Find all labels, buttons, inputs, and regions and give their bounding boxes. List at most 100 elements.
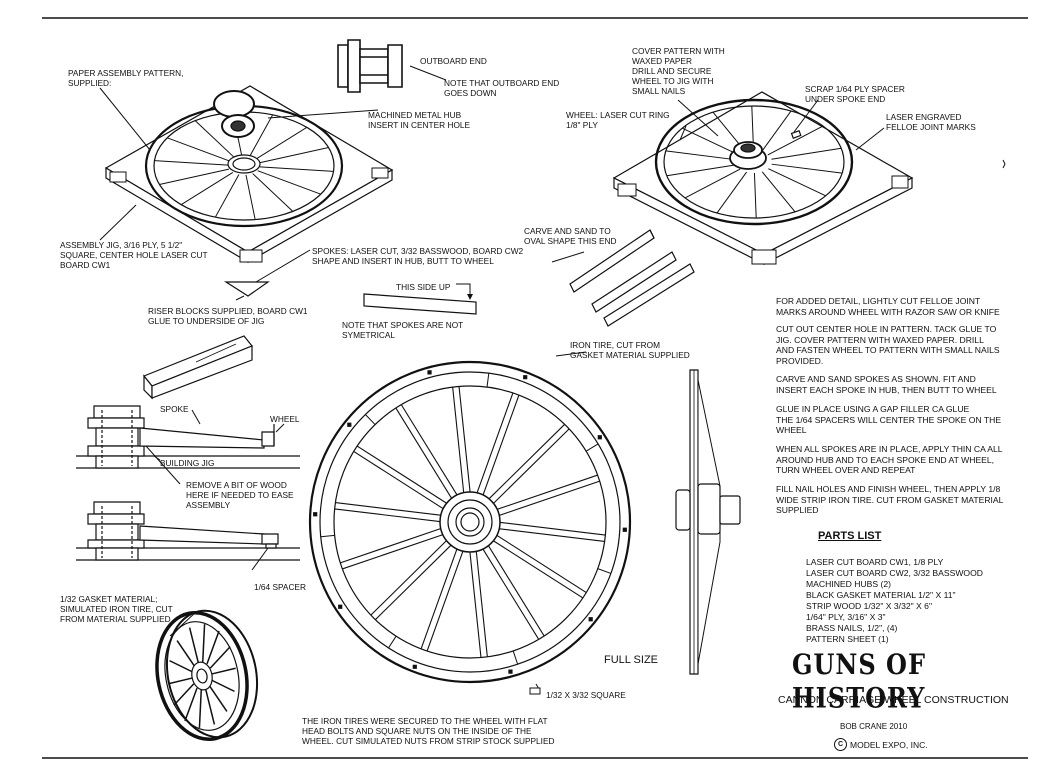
spoke-isometric xyxy=(144,336,252,398)
spoke xyxy=(754,173,756,218)
spoke xyxy=(168,678,192,684)
spoke-edge xyxy=(396,408,452,498)
parts-list-item: PATTERN SHEET (1) xyxy=(806,634,889,644)
spoke-edge xyxy=(477,393,513,493)
tire-bolt xyxy=(524,376,527,379)
scrap-spacer-label: SCRAP 1/64 PLY SPACER UNDER SPOKE END xyxy=(805,84,905,104)
tire-bolt xyxy=(428,371,431,374)
spoke xyxy=(203,624,205,662)
spoke xyxy=(762,172,795,212)
spoke-edge xyxy=(494,429,570,503)
building-jig-label: BUILDING JIG xyxy=(160,458,215,468)
assembly-jig-label: ASSEMBLY JIG, 3/16 PLY, 5 1/2" SQUARE, C… xyxy=(60,240,208,270)
spoke xyxy=(666,151,737,160)
small-tilted-wheel xyxy=(146,602,269,747)
laser-engraved-label: LASER ENGRAVED FELLOE JOINT MARKS xyxy=(886,112,976,132)
spoke-edge xyxy=(335,509,440,522)
parts-list-item: LASER CUT BOARD CW2, 3/32 BASSWOOD xyxy=(806,568,984,578)
small-wheel-spokes xyxy=(168,624,235,728)
spoke-edge xyxy=(335,503,440,516)
spoke xyxy=(771,148,841,159)
carved-spokes xyxy=(570,230,694,326)
spoke-edge xyxy=(499,529,604,542)
spoke xyxy=(255,127,307,159)
parts-list-item: LASER CUT BOARD CW1, 1/8 PLY xyxy=(806,557,944,567)
left-jig-hub xyxy=(214,91,254,137)
wheel-ring-label: WHEEL: LASER CUT RING 1/8" PLY xyxy=(566,110,670,130)
spoke-edge xyxy=(483,549,539,639)
parts-list-item: MACHINED HUBS (2) xyxy=(806,579,891,589)
spoke-edge xyxy=(342,535,442,569)
author-credit: BOB CRANE 2010 xyxy=(840,722,908,731)
felloe-joint xyxy=(586,444,598,451)
spoke-edge xyxy=(488,546,544,636)
parts-list-item: STRIP WOOD 1/32" X 3/32" x 6" xyxy=(806,601,933,611)
spoke-edge xyxy=(453,387,464,492)
spoke xyxy=(768,169,825,196)
felloe-joint xyxy=(321,535,335,536)
spoke-edge xyxy=(371,541,447,615)
spoke-label: SPOKE xyxy=(160,404,189,414)
spoke-edge xyxy=(489,424,565,498)
spoke-edge xyxy=(497,475,597,509)
sheet-subtitle: CANNON CARRIAGE WHEEL CONSTRUCTION xyxy=(778,694,1009,706)
spoke xyxy=(682,128,739,155)
full-size-label: FULL SIZE xyxy=(604,654,658,666)
tire-bolt xyxy=(413,665,416,668)
spoke xyxy=(253,174,293,212)
parts-list-item: BLACK GASKET MATERIAL 1/2" X 11" xyxy=(806,590,956,600)
spoke-edge xyxy=(340,529,440,563)
parts-list: LASER CUT BOARD CW1, 1/8 PLY LASER CUT B… xyxy=(806,557,983,645)
this-side-up-leader xyxy=(456,284,470,296)
brand-logo: GUNS OF HISTORY xyxy=(792,647,926,715)
paper-assembly-label: PAPER ASSEMBLY PATTERN, SUPPLIED: xyxy=(68,68,184,88)
instruction-1: FOR ADDED DETAIL, LIGHTLY CUT FELLOE JOI… xyxy=(776,296,1000,317)
parts-list-item: BRASS NAILS, 1/2", (4) xyxy=(806,623,898,633)
spoke xyxy=(195,121,235,159)
spoke xyxy=(246,175,255,220)
this-side-up-arrow xyxy=(467,294,473,300)
instruction-2: CUT OUT CENTER HOLE IN PATTERN. TACK GLU… xyxy=(776,324,1000,366)
spoke xyxy=(209,686,227,712)
spoke xyxy=(177,641,195,667)
spoke-edge xyxy=(354,451,443,508)
outboard-note-label: NOTE THAT OUTBOARD END GOES DOWN xyxy=(444,78,560,98)
left-jig-spokes xyxy=(154,112,333,219)
spacer-164-label: 1/64 SPACER xyxy=(254,582,306,592)
instruction-3: CARVE AND SAND SPOKES AS SHOWN. FIT AND … xyxy=(776,374,997,395)
square-132-label: 1/32 X 3/32 SQUARE xyxy=(546,690,626,700)
spoke-edge xyxy=(494,541,583,598)
spoke xyxy=(190,628,199,663)
felloe-inner xyxy=(334,386,606,658)
tire-bolt xyxy=(623,528,626,531)
parts-list-item: 1/64" PLY, 3/16" X 3" xyxy=(806,612,886,622)
spoke xyxy=(185,688,197,721)
not-symmetrical-label: NOTE THAT SPOKES ARE NOT SYMETRICAL xyxy=(342,320,464,340)
spoke-edge xyxy=(497,535,586,592)
spoke-edge xyxy=(427,551,463,651)
spoke xyxy=(181,172,233,204)
metal-hub-label: MACHINED METAL HUB INSERT IN CENTER HOLE xyxy=(368,110,471,130)
copyright-line: C MODEL EXPO, INC. xyxy=(834,738,928,751)
spoke-edge xyxy=(483,395,519,495)
spoke xyxy=(154,161,228,165)
felloe-joint xyxy=(487,373,489,387)
iron-tires-note: THE IRON TIRES WERE SECURED TO THE WHEEL… xyxy=(302,716,555,746)
spoke-edge xyxy=(375,545,451,619)
riser-block xyxy=(226,282,268,296)
spoke xyxy=(215,175,239,218)
parts-list-title: PARTS LIST xyxy=(818,530,882,542)
spoke-edge xyxy=(500,522,605,535)
spoke-edge xyxy=(357,446,446,503)
remove-wood-label: REMOVE A BIT OF WOOD HERE IF NEEDED TO E… xyxy=(186,480,294,510)
leader-lines xyxy=(100,66,884,300)
wheel-label: WHEEL xyxy=(270,414,300,424)
spoke xyxy=(717,172,747,213)
carve-sand-label: CARVE AND SAND TO OVAL SHAPE THIS END xyxy=(524,226,617,246)
right-jig-spokes xyxy=(666,106,842,218)
spoke-edge xyxy=(499,481,599,515)
copyright-icon: C xyxy=(834,738,847,751)
full-size-wheel xyxy=(310,352,630,694)
